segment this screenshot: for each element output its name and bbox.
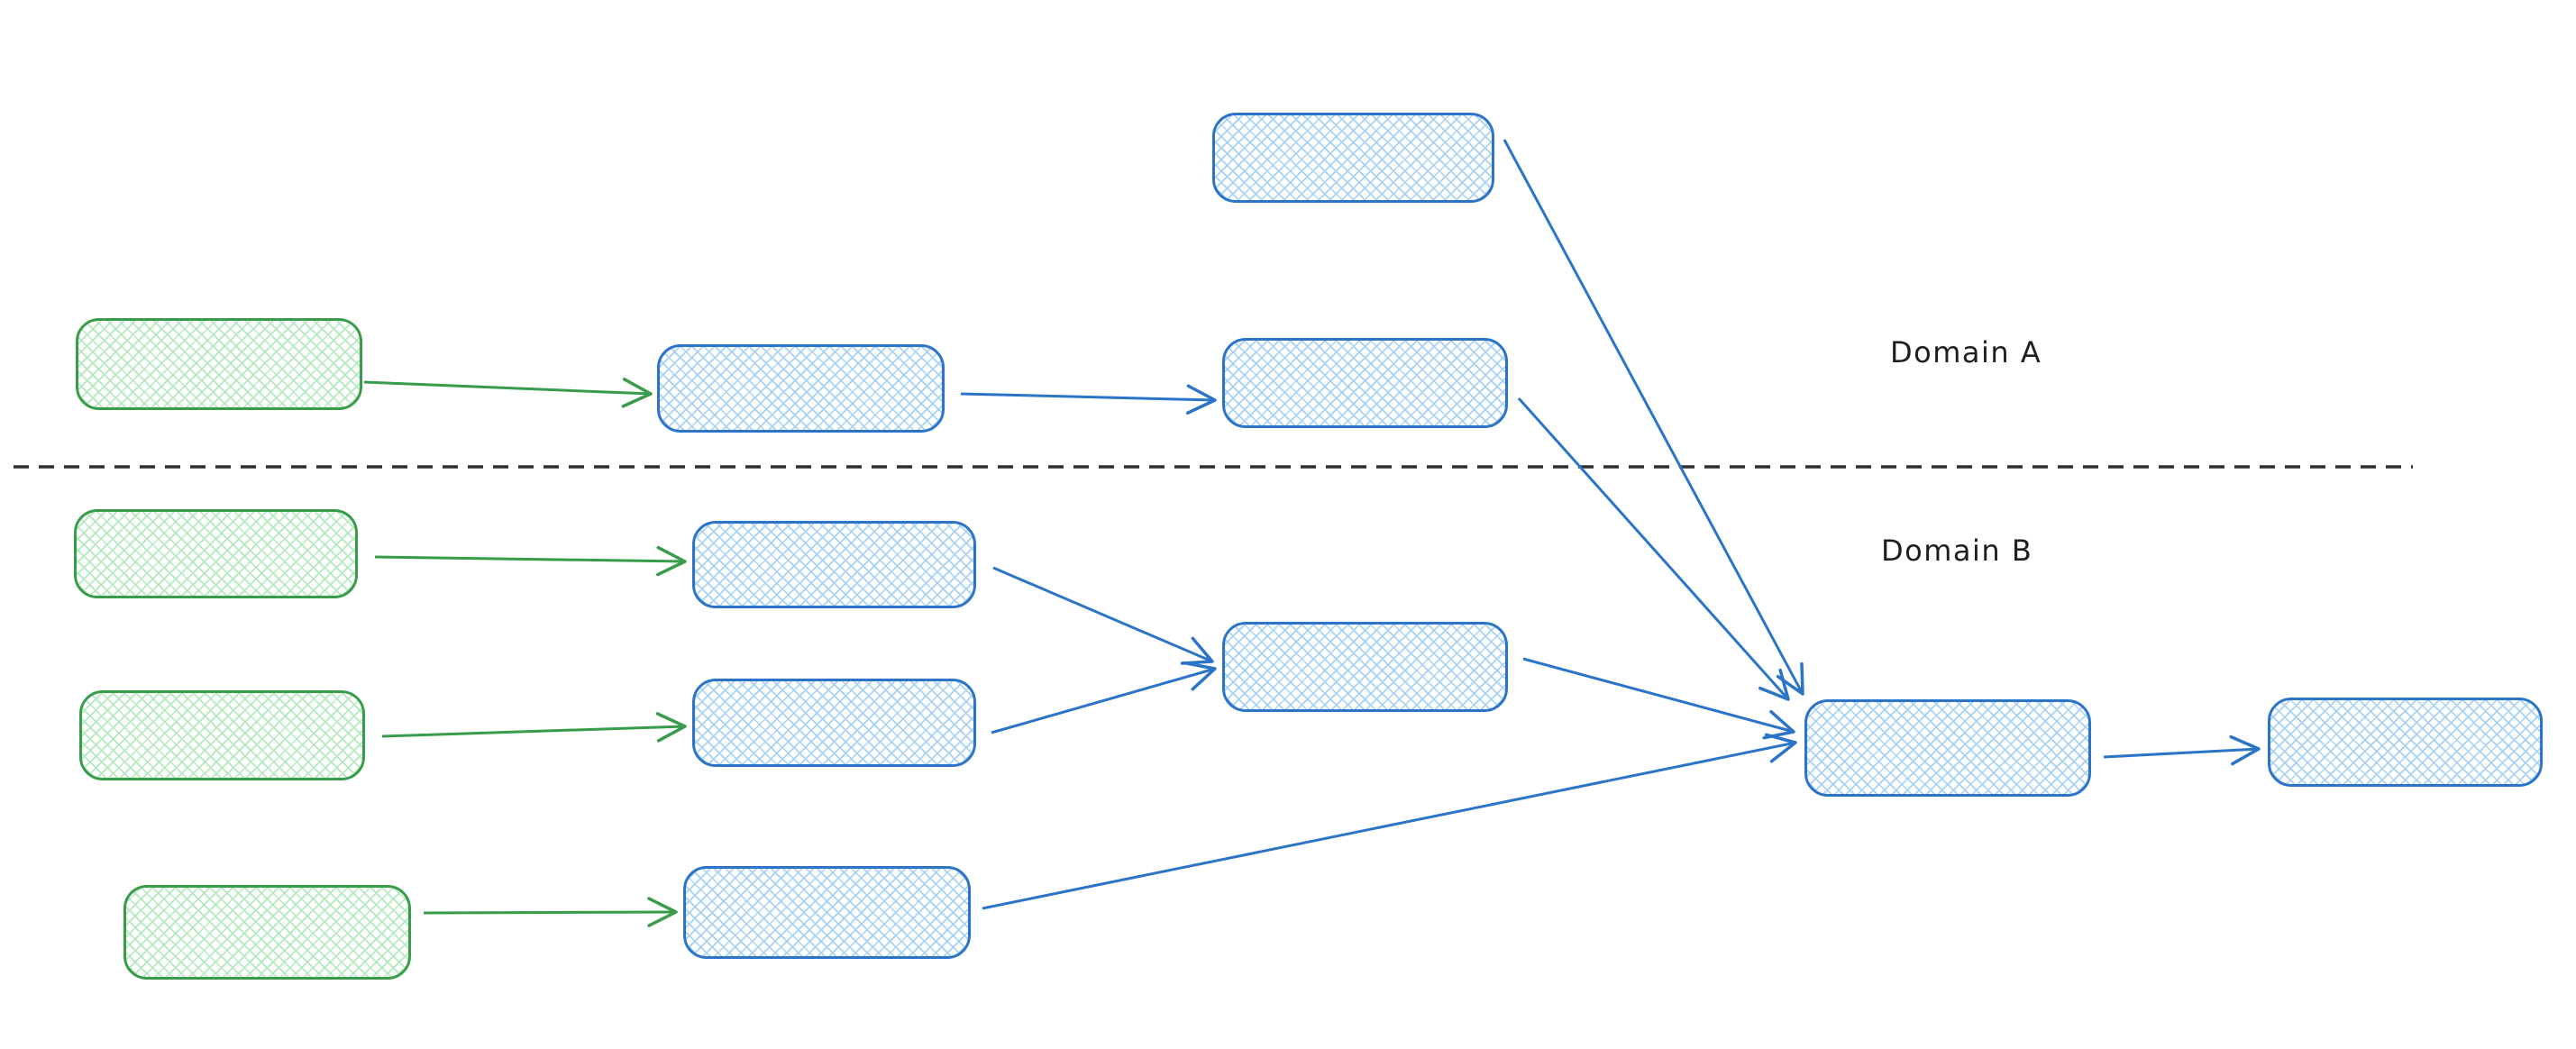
arrow-b-stage1c-to-join xyxy=(982,733,1797,910)
node-final xyxy=(2268,698,2543,787)
node-domain-b-green-source-1 xyxy=(74,509,358,598)
node-domain-a-stage-1 xyxy=(657,344,945,433)
node-domain-a-green-source xyxy=(76,318,362,410)
arrow-a-stage2-to-join xyxy=(1517,397,1790,701)
node-domain-b-stage-1b xyxy=(692,679,976,767)
node-domain-b-stage-1a xyxy=(692,521,976,608)
node-domain-b-green-source-3 xyxy=(123,885,411,980)
node-domain-a-stage-2 xyxy=(1222,338,1508,428)
arrow-green-b1-to-stage1a xyxy=(374,545,687,577)
arrow-green-b3-to-stage1c xyxy=(423,897,678,927)
arrow-b-stage1b-to-merge xyxy=(991,661,1217,734)
node-domain-b-stage-1c xyxy=(683,866,971,959)
domain-b-label: Domain B xyxy=(1881,534,2033,568)
node-join xyxy=(1804,699,2091,797)
node-domain-a-top-source xyxy=(1212,113,1494,203)
arrow-top-source-to-join xyxy=(1503,139,1804,696)
arrow-a-stage1-to-stage2 xyxy=(960,384,1217,415)
node-domain-b-green-source-2 xyxy=(79,690,365,780)
arrow-join-to-final xyxy=(2103,734,2261,766)
arrow-green-a-to-stage1 xyxy=(363,378,653,408)
domain-a-label: Domain A xyxy=(1890,335,2042,369)
arrow-green-b2-to-stage1b xyxy=(381,712,687,743)
arrow-b-stage1a-to-merge xyxy=(992,566,1214,665)
arrow-b-merge-to-join xyxy=(1522,657,1795,740)
node-domain-b-merge xyxy=(1222,622,1508,712)
